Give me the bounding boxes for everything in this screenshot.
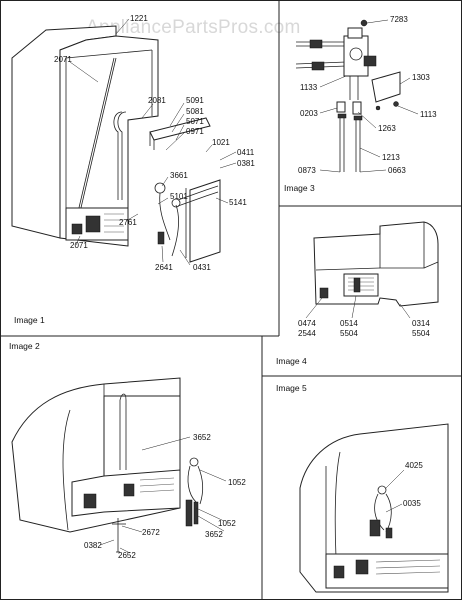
callout-0873: 0873	[298, 166, 316, 175]
callout-0382: 0382	[84, 541, 102, 550]
image3-drawing	[295, 19, 419, 173]
callout-0514: 0514	[340, 319, 358, 328]
image1-drawing	[11, 18, 237, 266]
callout-1021: 1021	[212, 138, 230, 147]
callout-0314: 0314	[412, 319, 430, 328]
callout-0663: 0663	[388, 166, 406, 175]
image4-callouts: 0474 2544 0514 5504 0314 5504	[298, 319, 430, 338]
image5-drawing	[299, 423, 449, 593]
watermark: AppliancePartsPros.com	[86, 17, 301, 38]
callout-5071: 5071	[186, 117, 204, 126]
callout-5081: 5081	[186, 107, 204, 116]
panel-title-image1: Image 1	[14, 315, 45, 325]
image5-callouts: 4025 0035	[403, 461, 423, 508]
callout-2672: 2672	[142, 528, 160, 537]
callout-1113: 1113	[420, 110, 437, 119]
image2-drawing	[11, 377, 227, 554]
callout-3652-top: 3652	[193, 433, 211, 442]
image2-callouts: 3652 1052 1052 3652 2672 0382 2652	[84, 433, 246, 560]
callout-4025: 4025	[405, 461, 423, 470]
callout-1303: 1303	[412, 73, 430, 82]
callout-0474: 0474	[298, 319, 316, 328]
callout-5101: 5101	[170, 192, 188, 201]
callout-0971: 0971	[186, 127, 204, 136]
callout-3652-bottom: 3652	[205, 530, 223, 539]
callout-5504-a: 5504	[340, 329, 358, 338]
image1-callouts: 1221 2071 2081 5091 5081 5071 0971 1021 …	[54, 14, 255, 272]
callout-2652: 2652	[118, 551, 136, 560]
callout-2071-bottom: 2071	[70, 241, 88, 250]
callout-0381: 0381	[237, 159, 255, 168]
callout-1133: 1133	[300, 83, 318, 92]
image4-drawing	[305, 221, 439, 319]
callout-3661: 3661	[170, 171, 188, 180]
callout-2544: 2544	[298, 329, 316, 338]
callout-0411: 0411	[237, 148, 255, 157]
panel-title-image2: Image 2	[9, 341, 40, 351]
panel-title-image4: Image 4	[276, 356, 307, 366]
image3-callouts: 7283 1303 1133 1113 0203 1263 1213 0873 …	[298, 15, 437, 175]
callout-5091: 5091	[186, 96, 204, 105]
callout-2081: 2081	[148, 96, 166, 105]
callout-1052-top: 1052	[228, 478, 246, 487]
callout-1221: 1221	[130, 14, 148, 23]
callout-2761: 2761	[119, 218, 137, 227]
callout-5504-b: 5504	[412, 329, 430, 338]
panel-title-image5: Image 5	[276, 383, 307, 393]
callout-2071-top: 2071	[54, 55, 72, 64]
callout-1052-bottom: 1052	[218, 519, 236, 528]
callout-2641: 2641	[155, 263, 173, 272]
callout-7283: 7283	[390, 15, 408, 24]
callout-1263: 1263	[378, 124, 396, 133]
callout-0203: 0203	[300, 109, 318, 118]
callout-5141: 5141	[229, 198, 247, 207]
callout-0431: 0431	[193, 263, 211, 272]
callout-1213: 1213	[382, 153, 400, 162]
panel-title-image3: Image 3	[284, 183, 315, 193]
callout-0035: 0035	[403, 499, 421, 508]
